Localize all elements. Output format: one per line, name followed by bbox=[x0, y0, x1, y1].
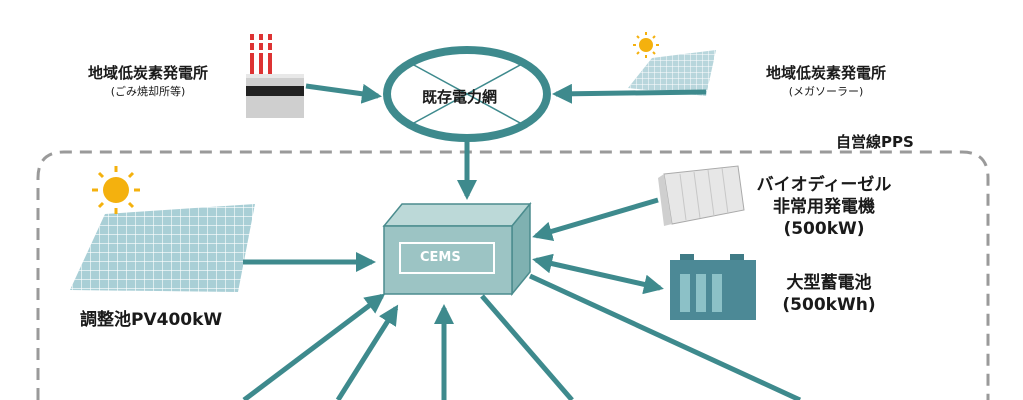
arrow-cems-battery bbox=[532, 253, 664, 295]
plant-left-title: 地域低炭素発電所 bbox=[87, 64, 208, 82]
plant-right-sub: (メガソーラー) bbox=[788, 85, 864, 98]
arrow-cems-load-4 bbox=[480, 294, 574, 400]
battery-line2: (500kWh) bbox=[782, 295, 876, 315]
arrow-generator-to-cems bbox=[532, 197, 659, 242]
bio-line1: バイオディーゼル bbox=[756, 175, 892, 195]
arrow-solar-to-grid bbox=[552, 83, 707, 104]
plant-left-sub: (ごみ焼却所等) bbox=[110, 85, 186, 98]
mega-solar-icon bbox=[628, 50, 716, 96]
plant-right-title: 地域低炭素発電所 bbox=[765, 64, 886, 82]
battery-label: 大型蓄電池 (500kWh) bbox=[774, 272, 884, 316]
grid-label: 既存電力網 bbox=[422, 88, 498, 106]
cems-label: CEMS bbox=[420, 250, 461, 265]
bio-line3: (500kW) bbox=[783, 219, 865, 239]
pv-label: 調整池PV400kW bbox=[80, 310, 223, 330]
incinerator-icon bbox=[246, 34, 304, 118]
sun-icon-small bbox=[633, 32, 659, 58]
arrow-cems-load-2 bbox=[335, 304, 399, 400]
plant-left-label: 地域低炭素発電所 (ごみ焼却所等) bbox=[58, 62, 238, 99]
generator-icon bbox=[658, 165, 745, 226]
pps-label: 自営線PPS bbox=[836, 133, 914, 151]
arrow-cems-load-5 bbox=[528, 273, 802, 400]
bio-line2: 非常用発電機 bbox=[773, 197, 875, 217]
grid-node bbox=[383, 46, 551, 142]
plant-right-label: 地域低炭素発電所 (メガソーラー) bbox=[736, 62, 916, 99]
cems-box bbox=[382, 201, 532, 297]
flow-arrows bbox=[242, 83, 802, 400]
battery-icon bbox=[670, 254, 756, 320]
battery-line1: 大型蓄電池 bbox=[786, 273, 872, 293]
bio-label: バイオディーゼル 非常用発電機 (500kW) bbox=[754, 174, 894, 240]
arrow-cems-load-1 bbox=[242, 293, 386, 400]
sun-icon-large bbox=[92, 166, 140, 214]
arrow-incinerator-to-grid bbox=[305, 83, 382, 104]
pv-array-icon bbox=[70, 204, 255, 292]
